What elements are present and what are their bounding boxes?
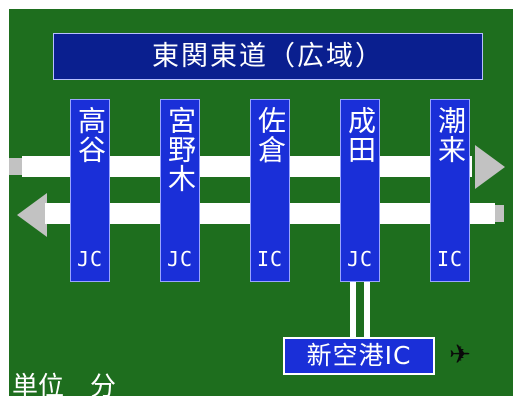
interchange-type: IC: [256, 247, 284, 271]
interchange-type: JC: [76, 247, 104, 271]
interchange-name: 潮来: [434, 106, 467, 164]
connector-line: [350, 282, 356, 342]
interchange-miyanogi[interactable]: 宮野木 JC: [160, 99, 200, 282]
interchange-itako[interactable]: 潮来 IC: [430, 99, 470, 282]
interchange-narita[interactable]: 成田 JC: [340, 99, 380, 282]
westbound-arrow-icon: [17, 193, 47, 237]
interchange-name: 高谷: [74, 106, 107, 164]
interchange-type: JC: [346, 247, 374, 271]
unit-label: 単位 分: [12, 372, 117, 396]
eastbound-arrow-icon: [475, 145, 505, 189]
interchange-takaya[interactable]: 高谷 JC: [70, 99, 110, 282]
airport-connector-road: [347, 282, 373, 342]
map-panel: 東関東道（広域） 高谷 JC 宮野木 JC 佐倉 IC 成田 JC 潮来 IC: [9, 9, 513, 396]
airplane-icon: ✈: [449, 340, 471, 370]
interchange-name: 宮野木: [164, 106, 197, 193]
connector-line: [364, 282, 370, 342]
new-airport-ic-label[interactable]: 新空港IC: [283, 337, 435, 375]
interchange-name: 佐倉: [254, 106, 287, 164]
interchange-sakura[interactable]: 佐倉 IC: [250, 99, 290, 282]
interchange-type: JC: [166, 247, 194, 271]
route-title: 東関東道（広域）: [53, 33, 483, 80]
interchange-name: 成田: [344, 106, 377, 164]
interchange-type: IC: [436, 247, 464, 271]
